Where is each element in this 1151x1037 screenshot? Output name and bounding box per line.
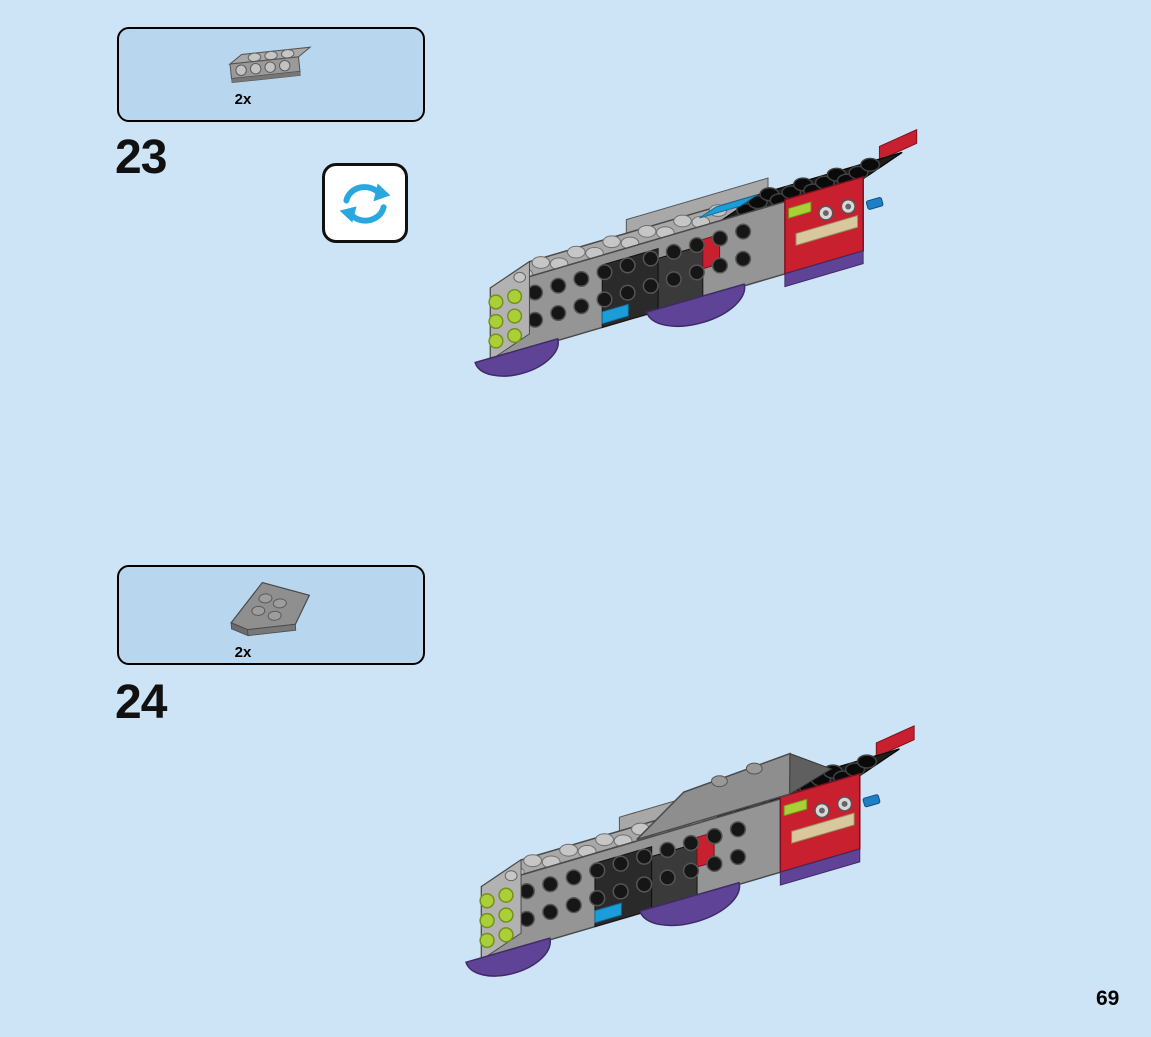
rotate-model-icon: [322, 163, 408, 243]
step-number-23: 23: [115, 131, 167, 184]
wedge-plate-part-icon: [230, 581, 311, 636]
parts-callout-step-23: 2x: [117, 27, 425, 122]
parts-callout-step-24: 2x: [117, 565, 425, 665]
part-quantity: 2x: [234, 643, 252, 661]
bracket-plate-part-icon: [228, 46, 312, 84]
step-number-24: 24: [115, 676, 167, 729]
model-render-step-23: [474, 128, 918, 377]
rotate-arrows-graphic: [339, 183, 391, 224]
part-quantity: 2x: [234, 91, 252, 108]
page-number: 69: [1096, 987, 1120, 1010]
model-render-step-24: [465, 725, 915, 977]
